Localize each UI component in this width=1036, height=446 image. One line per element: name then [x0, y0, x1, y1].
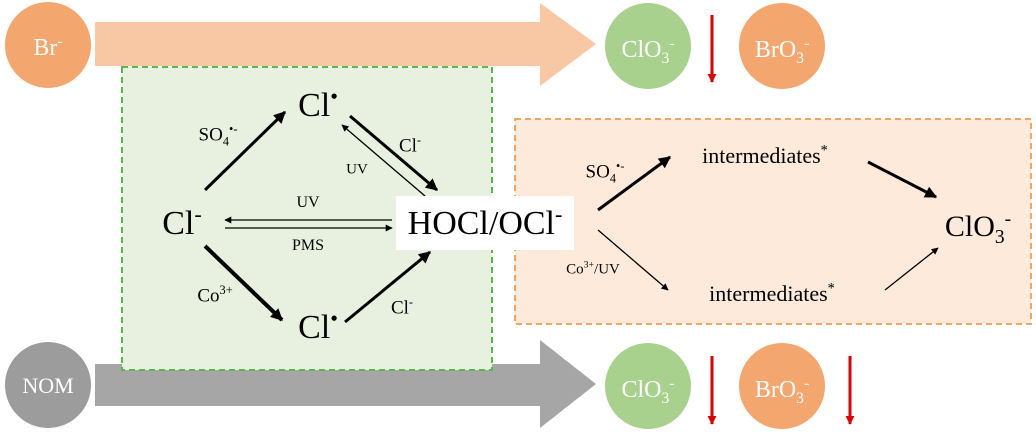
chlorine-radical-top: Cl• — [298, 83, 338, 124]
chloride-to-bottom-radical-arrow — [203, 244, 284, 322]
intermediates-top-to-clo3-arrow — [867, 160, 938, 199]
chloride-label-bottom: Cl- — [390, 295, 414, 319]
br-flow-arrow — [95, 3, 596, 86]
bottom-radical-to-hocl-arrow — [344, 250, 431, 324]
hocl-box — [396, 196, 574, 250]
nom-label: NOM — [22, 373, 74, 398]
pms-label: PMS — [291, 237, 325, 254]
hocl-to-intermediates-bottom-arrow — [597, 229, 669, 291]
uv-label-middle: UV — [296, 194, 320, 211]
top-clo3-label: ClO3- — [621, 35, 675, 67]
bottom-bro3-circle — [739, 343, 825, 429]
pathway-cobalt-uv-label: Co3+/UV — [566, 259, 620, 278]
bottom-bro3-label: BrO3- — [754, 375, 810, 407]
br-circle — [5, 2, 91, 88]
nom-flow-arrow — [95, 340, 596, 428]
intermediates-top: intermediates* — [702, 142, 828, 168]
chloride-ion: Cl- — [162, 201, 202, 242]
top-radical-to-hocl-arrow — [349, 114, 438, 192]
chloride-label-top: Cl- — [398, 133, 422, 157]
chloride-to-top-radical-arrow — [203, 110, 287, 192]
hocl-ocl-label: HOCl/OCl- — [407, 201, 563, 242]
hocl-to-top-radical-arrow — [341, 124, 426, 197]
uv-label-top: UV — [346, 161, 368, 178]
top-clo3-circle — [605, 3, 691, 89]
br-label: Br- — [33, 33, 63, 61]
nom-circle — [5, 342, 91, 428]
pathway-sulfate-label: SO4•- — [585, 159, 625, 186]
bottom-clo3-label: ClO3- — [621, 375, 675, 407]
hocl-to-intermediates-top-arrow — [597, 155, 671, 212]
cobalt-label: Co3+ — [197, 283, 233, 307]
pathway-chlorate: ClO3- — [944, 209, 1012, 248]
bottom-clo3-circle — [605, 343, 691, 429]
chlorate-pathway-box — [514, 118, 1032, 325]
sulfate-radical-label: SO4•- — [198, 122, 238, 149]
chlorine-radical-bottom: Cl• — [298, 305, 338, 346]
top-bro3-label: BrO3- — [754, 35, 810, 67]
intermediates-bottom-to-clo3-arrow — [884, 247, 939, 291]
top-bro3-circle — [739, 3, 825, 89]
intermediates-bottom: intermediates* — [709, 280, 835, 306]
